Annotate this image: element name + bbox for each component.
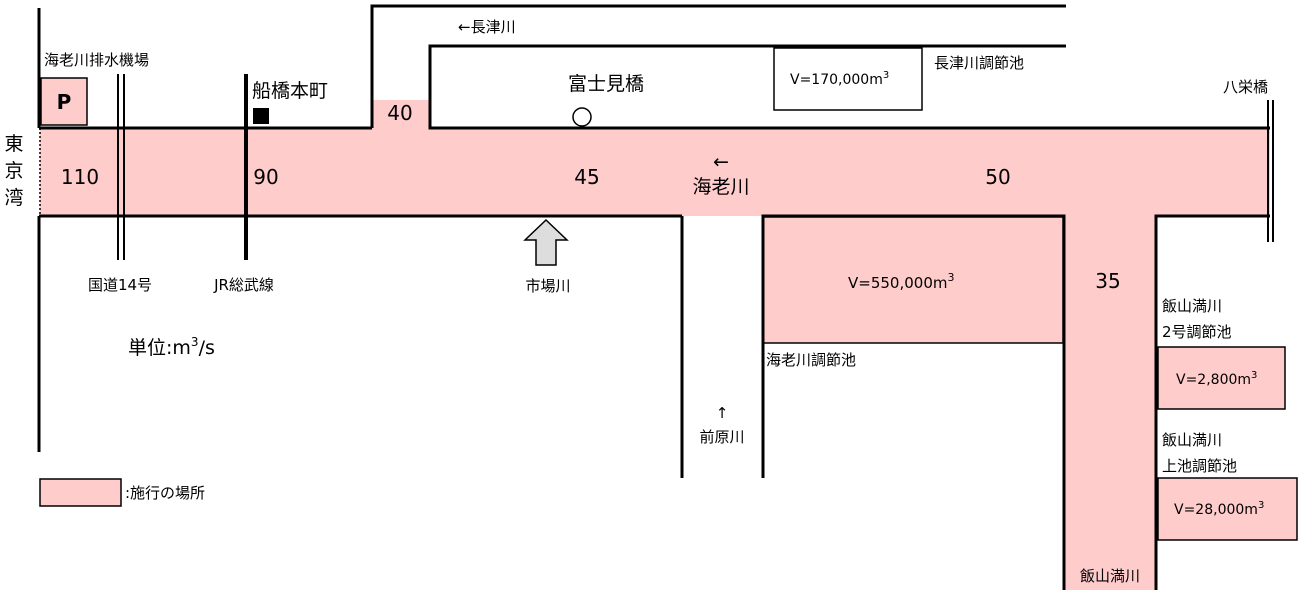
nagatsu-pond-label: 長津川調節池 (934, 54, 1024, 72)
jr-line-label: JR総武線 (213, 276, 274, 294)
upper-pond-area (1158, 478, 1297, 540)
upper-pond-volume: V=28,000m3 (1174, 500, 1264, 518)
unit-label: 単位:m3/s (128, 335, 215, 359)
ichiba-river-label: 市場川 (525, 277, 570, 295)
pump-symbol-box (40, 77, 88, 126)
unit-sup: 3 (191, 335, 199, 349)
unit-prefix: 単位:m (128, 337, 191, 359)
flow-90: 90 (253, 165, 278, 189)
flow-110: 110 (61, 165, 99, 189)
maehara-river-label: 前原川 (699, 428, 744, 446)
nagatsu-volume-sup: 3 (883, 70, 889, 81)
pump-symbol-text: P (57, 90, 72, 114)
flow-50: 50 (985, 165, 1010, 189)
yasakae-bridge-label: 八栄橋 (1223, 78, 1268, 96)
pond2-box (1157, 346, 1286, 410)
iiyama-right-bank (1154, 214, 1270, 590)
ebi-pond-volume: V=550,000m3 (848, 271, 954, 292)
maehara-flow-arrow: ↑ (716, 404, 729, 422)
station-square-icon (253, 108, 269, 124)
legend-swatch (39, 478, 122, 507)
bridge-circle-icon (572, 107, 592, 127)
upper-volume-text: V=28,000m (1174, 502, 1258, 518)
ebi-pond-box (762, 216, 1064, 344)
fujimi-bridge-label: 富士見橋 (568, 73, 644, 95)
ebi-flow-arrow: ← (713, 151, 729, 173)
construction-areas (39, 77, 1297, 590)
upper-pond-box (1157, 477, 1298, 541)
nagatsu-volume-text: V=170,000m (790, 72, 883, 88)
flow-35: 35 (1095, 269, 1120, 293)
unit-suffix: /s (199, 337, 215, 359)
pond2-volume-text: V=2,800m (1176, 372, 1251, 388)
nagatsu-confluence-area (372, 100, 430, 128)
upper-pond-label-line1: 飯山満川 (1162, 431, 1222, 449)
upper-pond-label-line2: 上池調節池 (1162, 457, 1237, 475)
ebi-pond-area (763, 217, 1063, 343)
pond2-label-line1: 飯山満川 (1162, 297, 1222, 315)
pond2-area (1158, 347, 1285, 409)
nagatsu-outer-bank (370, 4, 1066, 128)
nagatsu-inner-bank (428, 44, 1270, 130)
ebi-pond-label: 海老川調節池 (766, 351, 856, 369)
tokyo-bay-char-2: 京 (4, 160, 23, 182)
nagatsu-river-label: ←長津川 (458, 18, 516, 36)
pond2-volume-sup: 3 (1251, 370, 1257, 381)
nagatsu-pond-box (773, 47, 923, 111)
pump-station-label: 海老川排水機場 (44, 51, 149, 69)
main-channel-area (40, 128, 1270, 216)
legend-label: :施行の場所 (125, 484, 205, 502)
ebi-volume-text: V=550,000m (848, 274, 947, 292)
tokyo-bay-char-1: 東 (4, 133, 23, 155)
upper-volume-sup: 3 (1258, 500, 1264, 511)
ebi-river-label: 海老川 (692, 176, 749, 198)
iiyama-channel-area (1064, 216, 1156, 590)
tokyo-bay-char-3: 湾 (4, 187, 23, 209)
funabashi-honcho-label: 船橋本町 (252, 80, 328, 102)
inflow-arrow-icon (523, 218, 569, 266)
pond2-volume: V=2,800m3 (1176, 370, 1257, 388)
route14-label: 国道14号 (88, 276, 152, 294)
river-lines (37, 4, 1274, 590)
pond2-label-line2: 2号調節池 (1162, 323, 1232, 341)
nagatsu-pond-volume: V=170,000m3 (790, 70, 889, 88)
maehara-right-bank (761, 214, 1066, 590)
flow-45: 45 (574, 165, 599, 189)
iiyama-river-label: 飯山満川 (1080, 567, 1140, 585)
flow-40: 40 (387, 101, 412, 125)
ebi-volume-sup: 3 (947, 271, 954, 284)
